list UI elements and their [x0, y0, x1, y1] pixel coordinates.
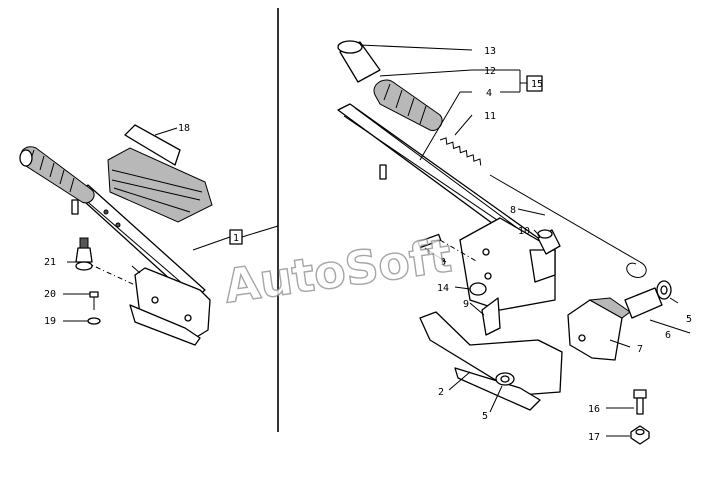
- left-lever-assembly: [19, 124, 279, 346]
- right-lever-assembly: [337, 40, 691, 445]
- watermark: AutoSoft: [221, 228, 455, 313]
- callout-18: 18: [178, 123, 190, 134]
- callout-5-right: 5: [686, 314, 692, 325]
- callout-1-left: 1: [233, 233, 239, 244]
- callout-13: 13: [484, 46, 496, 57]
- callout-6: 6: [665, 330, 671, 341]
- callout-19: 19: [44, 316, 56, 327]
- callout-3: 3: [440, 257, 446, 268]
- callout-12: 12: [484, 66, 496, 77]
- hand-grip: [20, 146, 95, 204]
- washer: [87, 317, 101, 325]
- washer-left: [469, 282, 487, 296]
- pivot-pin: [624, 287, 663, 319]
- callout-14: 14: [437, 283, 449, 294]
- callout-11: 11: [484, 111, 496, 122]
- bracket: [419, 311, 563, 396]
- grip: [373, 79, 443, 131]
- callout-5-bottom: 5: [482, 411, 488, 422]
- pawl: [481, 297, 501, 336]
- callout-21: 21: [44, 257, 56, 268]
- callout-17: 17: [588, 432, 600, 443]
- release-rod: [489, 174, 641, 263]
- rubber-boot: [107, 147, 213, 223]
- callout-10: 10: [518, 226, 530, 237]
- callout-labels: 18 1 21 20 19 13 12 15 4 11 8 10 3 14 9 …: [44, 46, 692, 443]
- callout-16: 16: [588, 404, 600, 415]
- screw: [89, 291, 99, 298]
- pin: [417, 233, 442, 249]
- callout-2: 2: [438, 387, 444, 398]
- callout-15: 15: [531, 79, 543, 90]
- callout-9: 9: [463, 299, 469, 310]
- switch: [75, 247, 93, 263]
- bolt: [633, 389, 647, 399]
- callout-20: 20: [44, 289, 56, 300]
- callout-4: 4: [486, 88, 492, 99]
- callout-8: 8: [510, 205, 516, 216]
- callout-7: 7: [637, 344, 643, 355]
- spring: [439, 137, 482, 166]
